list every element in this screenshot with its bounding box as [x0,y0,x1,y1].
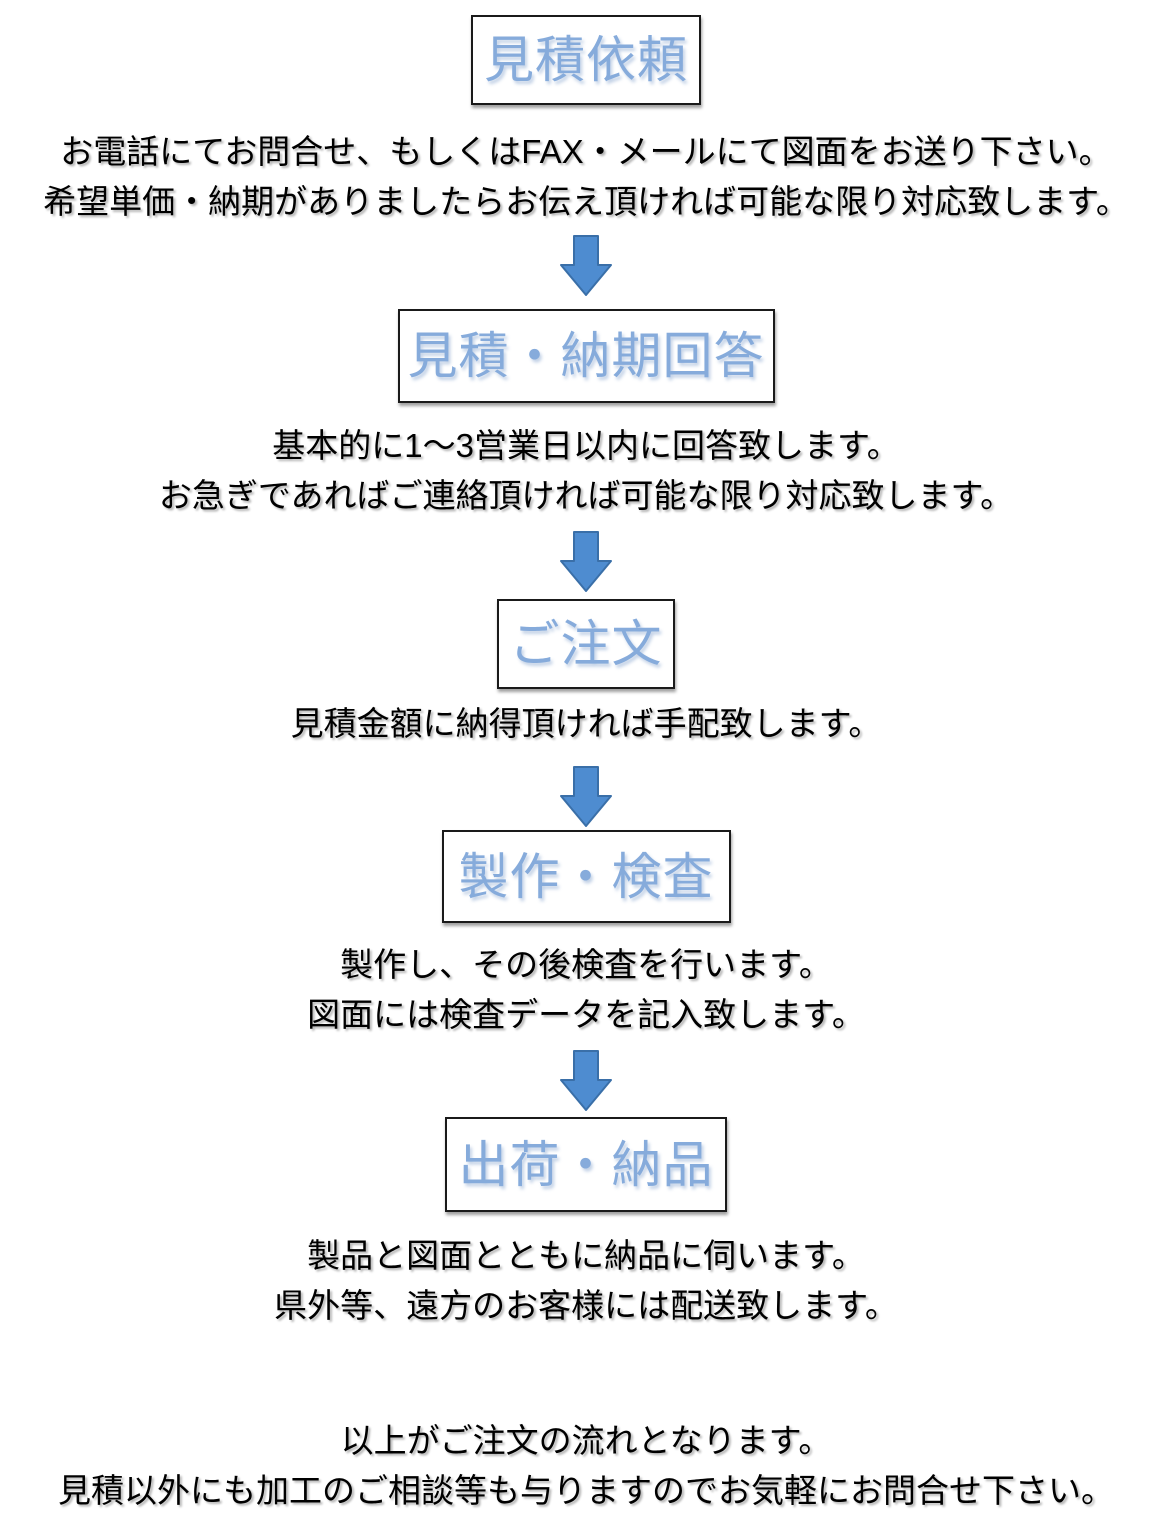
step-title-production-inspection: 製作・検査 [458,848,714,905]
description-line: お急ぎであればご連絡頂ければ可能な限り対応致します。 [158,477,1014,514]
step-title-shipping-delivery: 出荷・納品 [458,1136,714,1193]
step-title-quote-reply: 見積・納期回答 [407,328,765,384]
description-line: 県外等、遠方のお客様には配送致します。 [274,1287,898,1324]
step-description-shipping-delivery: 製品と図面とともに納品に伺います。 県外等、遠方のお客様には配送致します。 [274,1231,898,1331]
description-line: お電話にてお問合せ、もしくはFAX・メールにて図面をお送り下さい。 [60,133,1112,170]
down-arrow-icon [560,235,612,297]
description-line: 製品と図面とともに納品に伺います。 [307,1237,865,1274]
step-title-quote-request: 見積依頼 [484,32,688,88]
step-box-production-inspection: 製作・検査 [441,830,731,923]
description-line: 見積金額に納得頂ければ手配致します。 [290,705,882,742]
step-title-order: ご注文 [509,616,663,672]
closing-note-line: 見積以外にも加工のご相談等も与りますのでお気軽にお問合せ下さい。 [58,1472,1114,1509]
step-box-quote-request: 見積依頼 [471,15,701,105]
step-description-order: 見積金額に納得頂ければ手配致します。 [291,699,882,749]
down-arrow-icon [560,531,612,593]
step-description-production-inspection: 製作し、その後検査を行います。 図面には検査データを記入致します。 [307,940,865,1040]
description-line: 基本的に1～3営業日以内に回答致します。 [272,427,900,464]
step-box-order: ご注文 [497,599,675,689]
step-box-quote-reply: 見積・納期回答 [397,309,775,403]
closing-note: 以上がご注文の流れとなります。 見積以外にも加工のご相談等も与りますのでお気軽に… [58,1416,1114,1516]
down-arrow-icon [560,1050,612,1112]
down-arrow-icon [560,766,612,828]
description-line: 図面には検査データを記入致します。 [307,996,865,1033]
step-box-shipping-delivery: 出荷・納品 [445,1117,727,1212]
closing-note-line: 以上がご注文の流れとなります。 [340,1422,832,1459]
description-line: 製作し、その後検査を行います。 [340,946,832,983]
description-line: 希望単価・納期がありましたらお伝え頂ければ可能な限り対応致します。 [43,183,1129,220]
step-description-quote-reply: 基本的に1～3営業日以内に回答致します。 お急ぎであればご連絡頂ければ可能な限り… [159,421,1013,521]
step-description-quote-request: お電話にてお問合せ、もしくはFAX・メールにて図面をお送り下さい。 希望単価・納… [43,127,1129,227]
